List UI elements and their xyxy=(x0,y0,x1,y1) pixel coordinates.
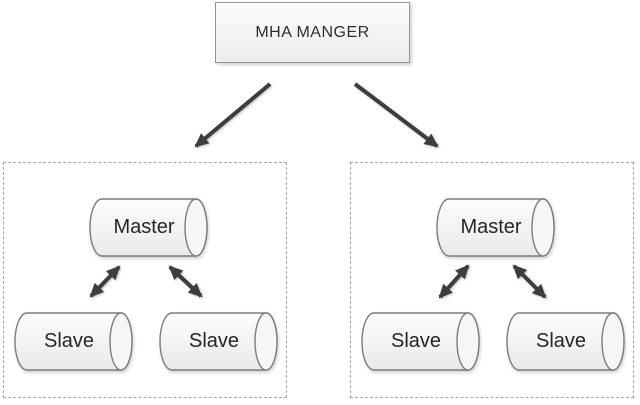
cluster-1-master-node: Master xyxy=(89,198,209,258)
cylinder-shape xyxy=(436,198,555,257)
mha-manager-node: MHA MANGER xyxy=(215,2,410,63)
cluster-2-master-node: Master xyxy=(436,198,556,258)
cluster-2-slave-1-label: Slave xyxy=(390,330,442,352)
cluster-2-frame: Master Slave Slave xyxy=(350,162,634,398)
cluster-1-frame: Master Slave Slave xyxy=(3,162,287,398)
cluster-1-slave-1-label: Slave xyxy=(43,330,95,352)
cylinder-shape xyxy=(89,198,208,257)
cluster-2-slave-1-node: Slave xyxy=(361,312,481,372)
cylinder-shape xyxy=(361,312,480,371)
arrow-manager-to-cluster-2 xyxy=(353,82,439,148)
cylinder-shape xyxy=(159,312,278,371)
cluster-1-slave-2-label: Slave xyxy=(188,330,240,352)
cluster-2-slave-2-node: Slave xyxy=(506,312,626,372)
mha-manager-label: MHA MANGER xyxy=(255,23,370,41)
cylinder-shape xyxy=(506,312,625,371)
cluster-2-master-label: Master xyxy=(460,216,522,238)
cluster-2-slave-2-label: Slave xyxy=(535,330,587,352)
cylinder-shape xyxy=(14,312,133,371)
cluster-1-slave-1-node: Slave xyxy=(14,312,134,372)
cluster-1-master-label: Master xyxy=(113,216,175,238)
cluster-1-slave-2-node: Slave xyxy=(159,312,279,372)
arrow-manager-to-cluster-1 xyxy=(194,82,272,148)
